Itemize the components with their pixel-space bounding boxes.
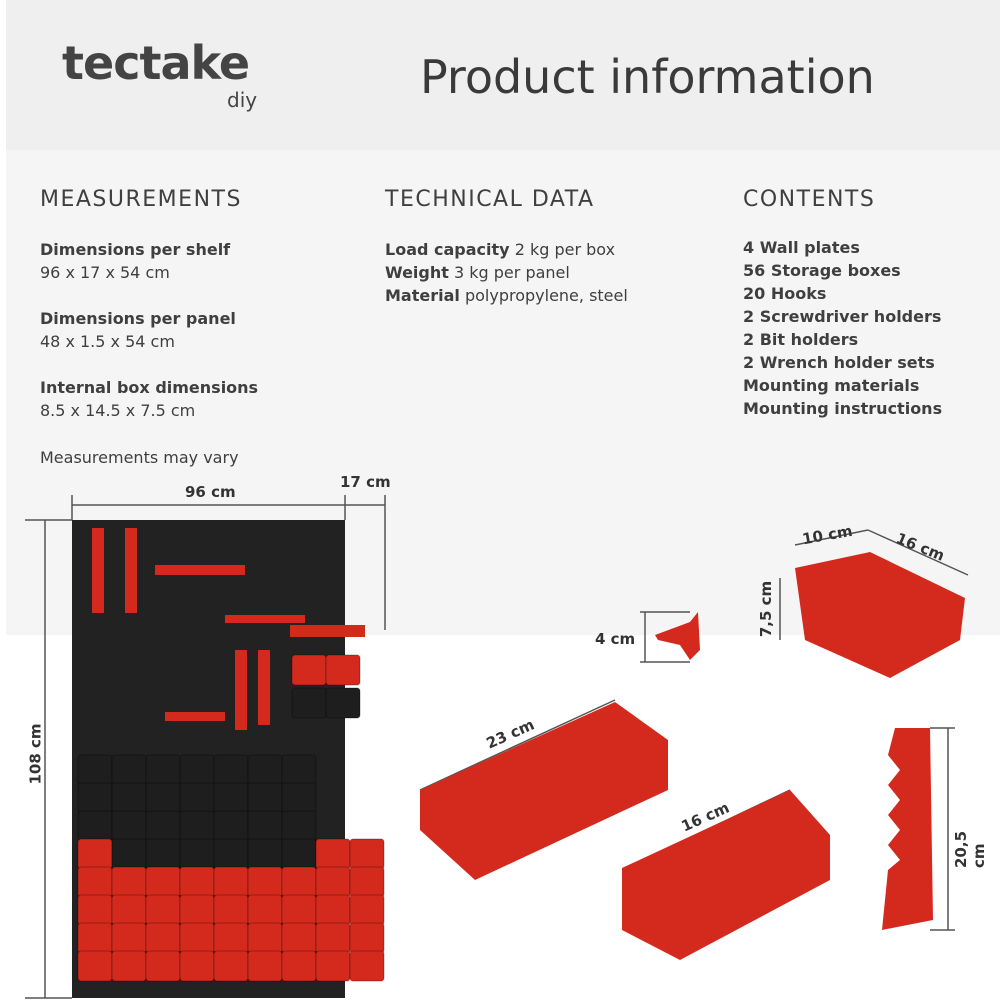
storage-bin: [179, 894, 215, 926]
storage-bin: [247, 922, 283, 954]
storage-bin: [349, 866, 385, 898]
storage-bin: [315, 894, 351, 926]
wrench-holder: [882, 728, 933, 930]
storage-bin: [179, 838, 215, 870]
storage-bin: [213, 950, 249, 982]
storage-bin: [349, 922, 385, 954]
storage-bin: [77, 950, 113, 982]
storage-bin: [111, 922, 147, 954]
storage-bin: [247, 950, 283, 982]
storage-bin: [315, 866, 351, 898]
storage-bin: [145, 838, 181, 870]
storage-bin: [145, 922, 181, 954]
storage-bin: [179, 754, 215, 786]
storage-bin: [111, 894, 147, 926]
storage-bin: [179, 810, 215, 842]
storage-bin: [247, 810, 283, 842]
storage-bin: [145, 754, 181, 786]
page-title: Product information: [420, 50, 875, 104]
storage-bin: [111, 838, 147, 870]
storage-bin: [291, 654, 327, 686]
storage-bin: [291, 687, 327, 719]
screwdriver-holder: [420, 702, 668, 880]
storage-bin: [145, 950, 181, 982]
storage-bins: [77, 654, 385, 982]
storage-bin: [213, 782, 249, 814]
storage-bin: [349, 950, 385, 982]
storage-bin: [281, 866, 317, 898]
storage-bin: [281, 922, 317, 954]
storage-bin: [77, 894, 113, 926]
storage-box: [795, 552, 965, 678]
storage-bin: [145, 894, 181, 926]
storage-bin: [77, 922, 113, 954]
storage-bin: [315, 950, 351, 982]
storage-bin: [349, 894, 385, 926]
technical-heading: TECHNICAL DATA: [385, 187, 595, 212]
brand-logo: tectake: [62, 36, 250, 90]
box-height-label: 7,5 cm: [757, 580, 776, 638]
storage-bin: [325, 654, 361, 686]
wrench-label: 20,5 cm: [952, 830, 988, 868]
storage-bin: [281, 754, 317, 786]
storage-bin: [325, 687, 361, 719]
hook-label: 4 cm: [595, 630, 636, 648]
storage-bin: [213, 754, 249, 786]
storage-bin: [111, 950, 147, 982]
storage-bin: [281, 950, 317, 982]
storage-bin: [349, 838, 385, 870]
brand-sub: diy: [227, 88, 258, 112]
storage-bin: [213, 838, 249, 870]
storage-bin: [281, 838, 317, 870]
storage-bin: [247, 754, 283, 786]
storage-bin: [213, 866, 249, 898]
storage-bin: [145, 782, 181, 814]
measurement-note: Measurements may vary: [40, 448, 239, 467]
storage-bin: [281, 894, 317, 926]
storage-bin: [77, 866, 113, 898]
header: [6, 0, 1000, 150]
storage-bin: [77, 838, 113, 870]
storage-bin: [213, 922, 249, 954]
storage-bin: [77, 810, 113, 842]
storage-bin: [213, 894, 249, 926]
storage-bin: [247, 866, 283, 898]
storage-bin: [315, 838, 351, 870]
storage-bin: [77, 754, 113, 786]
storage-bin: [247, 894, 283, 926]
storage-bin: [77, 782, 113, 814]
storage-bin: [111, 810, 147, 842]
storage-bin: [111, 866, 147, 898]
storage-bin: [281, 782, 317, 814]
height-label: 108 cm: [26, 723, 45, 785]
storage-bin: [247, 782, 283, 814]
storage-bin: [213, 810, 249, 842]
technical-list: Load capacity 2 kg per box Weight 3 kg p…: [385, 240, 628, 305]
storage-bin: [145, 810, 181, 842]
storage-bin: [179, 922, 215, 954]
storage-bin: [179, 866, 215, 898]
storage-bin: [145, 866, 181, 898]
storage-bin: [111, 782, 147, 814]
storage-bin: [247, 838, 283, 870]
width-label: 96 cm: [185, 483, 236, 501]
contents-heading: CONTENTS: [743, 187, 876, 212]
bit-holder: [622, 790, 830, 960]
storage-bin: [179, 950, 215, 982]
hook: [655, 612, 700, 660]
storage-bin: [315, 922, 351, 954]
storage-bin: [111, 754, 147, 786]
storage-bin: [281, 810, 317, 842]
depth-label: 17 cm: [340, 473, 391, 491]
accessories: [92, 528, 965, 960]
storage-bin: [179, 782, 215, 814]
measurements-heading: MEASUREMENTS: [40, 187, 242, 212]
